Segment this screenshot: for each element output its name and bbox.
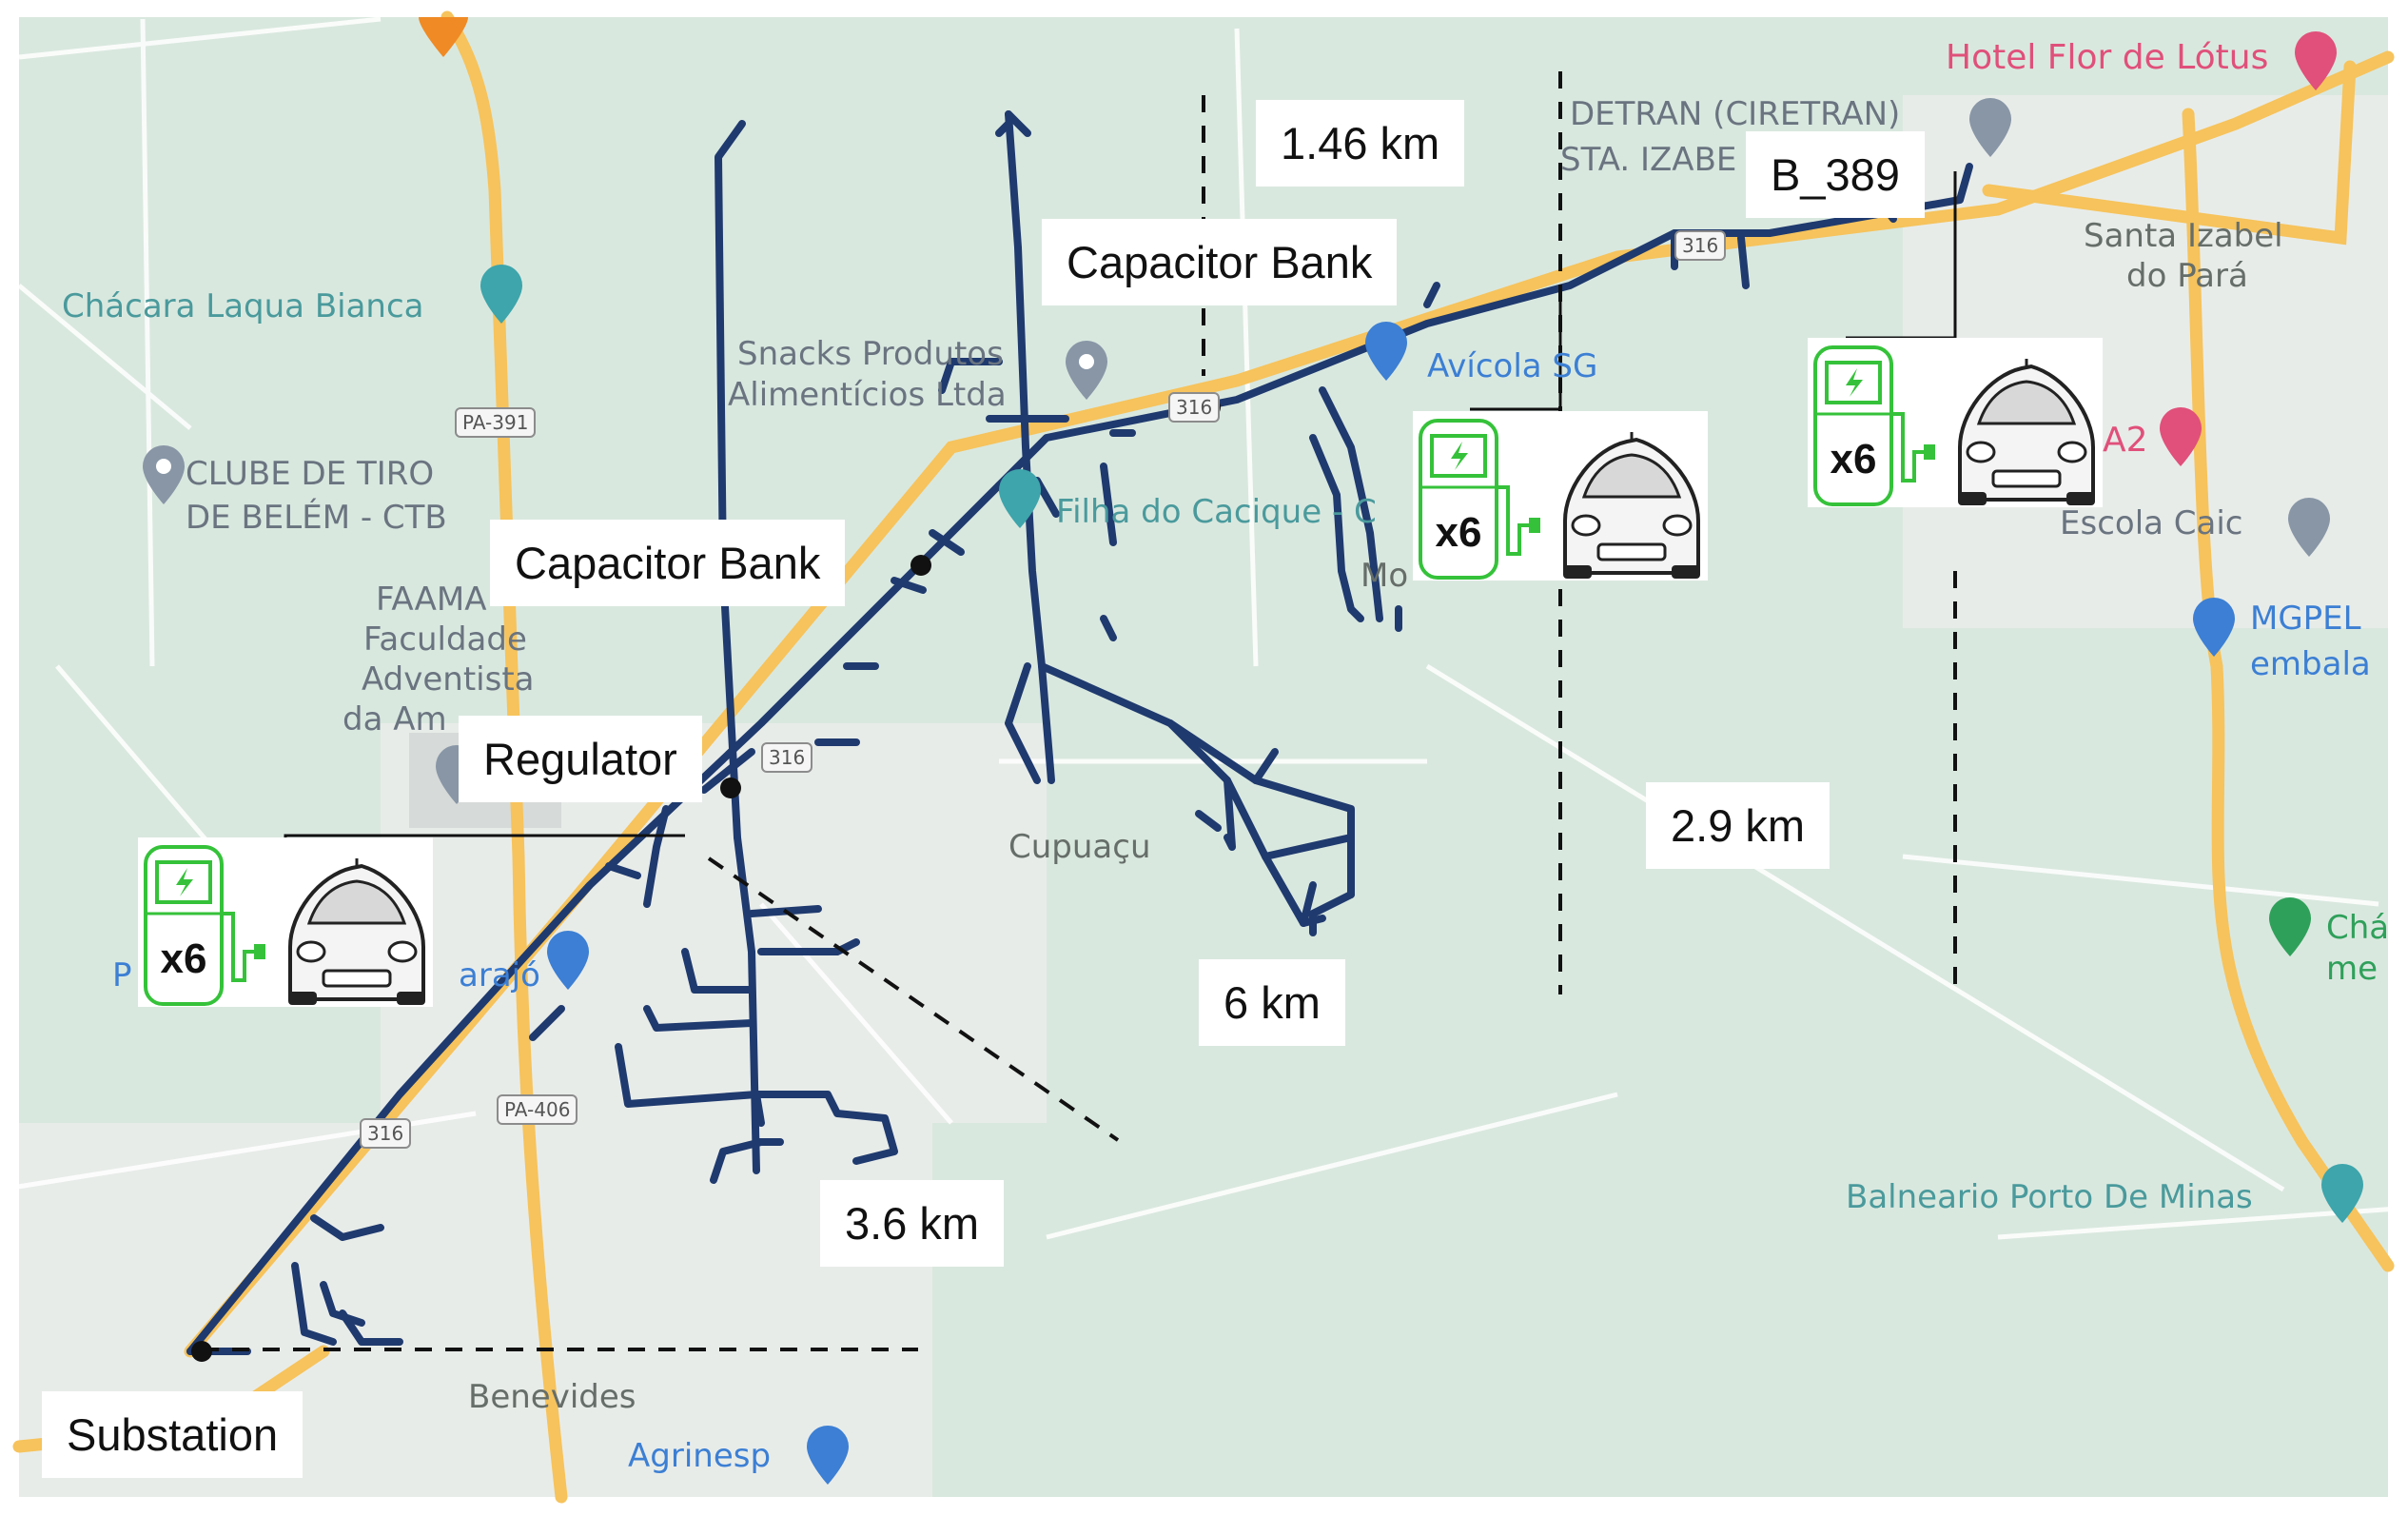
map-label-agrinesp: Agrinesp: [628, 1437, 772, 1475]
shop-pin-icon: [2193, 598, 2235, 657]
urban-areas: [19, 95, 2388, 1497]
map-label-escola: Escola Caic: [2060, 504, 2243, 542]
tree-pin-icon: [480, 265, 522, 324]
map-label-santa-1: Santa Izabel: [2084, 217, 2283, 255]
road-shield-br316-c: 316: [1168, 392, 1221, 423]
map-label-cha-1: Chá: [2326, 909, 2390, 947]
label-end-bus: B_389: [1746, 131, 1925, 218]
road-shield-br316-a: 316: [360, 1118, 412, 1149]
map-label-snacks-1: Snacks Produtos: [737, 335, 1004, 373]
map-label-hotel: Hotel Flor de Lótus: [1946, 38, 2269, 77]
map-label-chacara: Chácara Laqua Bianca: [62, 287, 424, 325]
camera-pin-icon: [2321, 1164, 2363, 1223]
capacitor-bank-node-1: [910, 555, 931, 576]
map-label-cha-2: me: [2326, 950, 2379, 988]
map-label-avicola: Avícola SG: [1427, 347, 1598, 385]
car-icon: [1958, 359, 2095, 505]
car-icon: [1563, 432, 1700, 579]
fuel-pin-icon: [547, 931, 589, 990]
map-label-mgpel-2: embala: [2250, 645, 2371, 683]
map-label-santa-2: do Pará: [2126, 257, 2248, 295]
charger-count: x6: [1436, 509, 1482, 556]
map-label-arajo: arajó: [459, 956, 540, 994]
map-label-detran-1: DETRAN (CIRETRAN): [1570, 95, 1901, 133]
map-label-faama-3: Adventista: [362, 660, 535, 699]
map-label-filha: Filha do Cacique - C: [1056, 493, 1377, 531]
location-pin-icon: [143, 445, 185, 504]
hotel-pin-icon: [2160, 407, 2202, 466]
road-shield-pa391: PA-391: [455, 407, 537, 438]
regulator-node: [720, 778, 741, 798]
road-shield-pa406: PA-406: [497, 1094, 578, 1125]
map-label-a2: A2: [2103, 421, 2148, 460]
minor-roads: [0, 16, 2398, 1240]
label-distance-1-46km: 1.46 km: [1256, 100, 1465, 187]
cart-pin-icon: [807, 1426, 849, 1485]
charger-count: x6: [161, 935, 207, 982]
ev-stations: x6 x6 x6: [138, 338, 2103, 1007]
dash-regulator-diagonal: [707, 856, 1120, 1142]
hotel-pin-icon: [2295, 31, 2337, 90]
ev-charger-icon: [144, 845, 265, 1006]
car-icon: [288, 858, 425, 1005]
map-label-balneario: Balneario Porto De Minas: [1846, 1178, 2253, 1216]
label-capacitor-bank-2: Capacitor Bank: [1042, 219, 1398, 305]
map-label-faama-2: Faculdade: [363, 620, 527, 659]
map-label-snacks-2: Alimentícios Ltda: [728, 376, 1007, 414]
map-label-mo: Mo: [1361, 557, 1409, 595]
location-pin-icon: [1066, 341, 1107, 400]
food-pin-icon: [419, 17, 468, 57]
map-pins: [143, 17, 2363, 1485]
substation-node: [191, 1341, 212, 1362]
label-substation: Substation: [42, 1391, 303, 1478]
ev-charging-station: x6: [1808, 338, 2103, 507]
map-label-clube-2: DE BELÉM - CTB: [186, 499, 447, 537]
ev-charging-station: x6: [1413, 411, 1708, 581]
park-pin-icon: [2269, 897, 2311, 956]
map-label-p-left: P: [112, 956, 132, 994]
tree-pin-icon: [999, 469, 1041, 528]
map-label-clube-1: CLUBE DE TIRO: [186, 455, 435, 493]
ev-charger-icon: [1813, 345, 1935, 506]
shop-pin-icon: [1365, 322, 1407, 381]
map-label-faama-4: da Am: [343, 700, 447, 738]
label-distance-2-9km: 2.9 km: [1646, 782, 1830, 869]
label-distance-3-6km: 3.6 km: [820, 1180, 1005, 1267]
label-distance-6km: 6 km: [1199, 959, 1345, 1046]
road-shield-br316-d: 316: [1674, 230, 1727, 261]
map-label-benevides: Benevides: [468, 1378, 636, 1416]
map-label-cupuacu: Cupuaçu: [1008, 828, 1151, 866]
map-label-detran-2: STA. IZABE: [1560, 141, 1737, 179]
map-label-mgpel-1: MGPEL: [2250, 600, 2361, 638]
label-capacitor-bank-1: Capacitor Bank: [490, 520, 846, 606]
road-shield-br316-b: 316: [761, 742, 813, 773]
ev-charger-icon: [1419, 419, 1540, 580]
ev-charging-station: x6: [138, 837, 433, 1007]
government-pin-icon: [1969, 98, 2011, 157]
map-label-faama-1: FAAMA: [376, 581, 487, 619]
label-regulator: Regulator: [459, 716, 702, 802]
school-pin-icon: [2288, 498, 2330, 557]
charger-count: x6: [1830, 436, 1877, 482]
